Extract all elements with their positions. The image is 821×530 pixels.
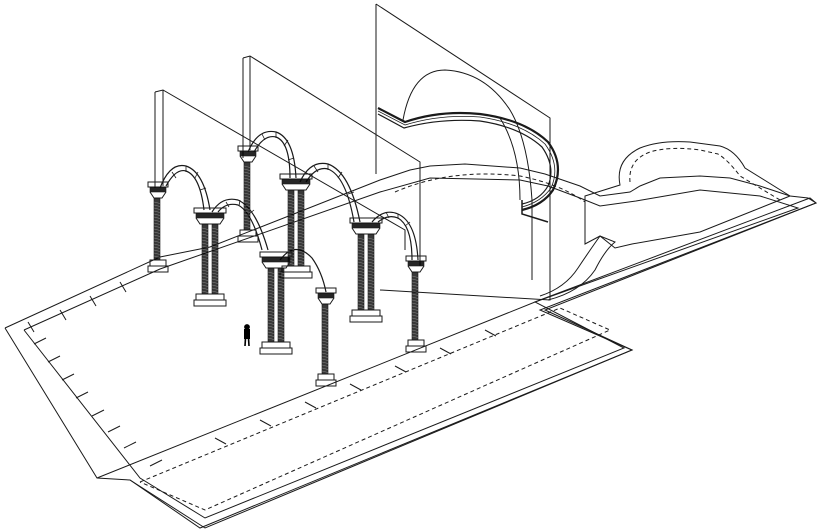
columns bbox=[147, 145, 427, 387]
lower-step-strip bbox=[96, 197, 817, 529]
column bbox=[237, 145, 259, 243]
platform-inner-edge bbox=[23, 177, 800, 519]
floor-plan bbox=[4, 141, 818, 529]
human-scale-figure bbox=[244, 324, 250, 347]
right-room-outline bbox=[584, 141, 792, 249]
section-plane-left bbox=[154, 89, 406, 250]
vault-rib bbox=[377, 107, 560, 223]
section-plane-right bbox=[375, 3, 551, 301]
arch-mid-left bbox=[211, 198, 269, 251]
column bbox=[259, 251, 293, 355]
column bbox=[405, 255, 427, 353]
column bbox=[279, 173, 313, 279]
vault-arch-curve bbox=[402, 69, 533, 280]
column bbox=[315, 287, 337, 387]
vault-arch-curve-inner bbox=[499, 117, 521, 201]
column bbox=[349, 217, 383, 323]
column bbox=[147, 181, 169, 273]
vault-rib-inner bbox=[377, 113, 552, 205]
column bbox=[193, 207, 227, 307]
section-plane-middle bbox=[242, 55, 421, 266]
arch-right bbox=[371, 211, 419, 261]
curved-wall-dashed bbox=[394, 173, 586, 203]
curved-wall-base bbox=[539, 235, 616, 301]
vault-rib-outer bbox=[377, 107, 560, 212]
section-planes bbox=[154, 3, 551, 301]
floor-paving-lines bbox=[27, 281, 497, 467]
lower-step-dashed bbox=[139, 307, 612, 511]
right-room-dashed bbox=[629, 147, 781, 201]
